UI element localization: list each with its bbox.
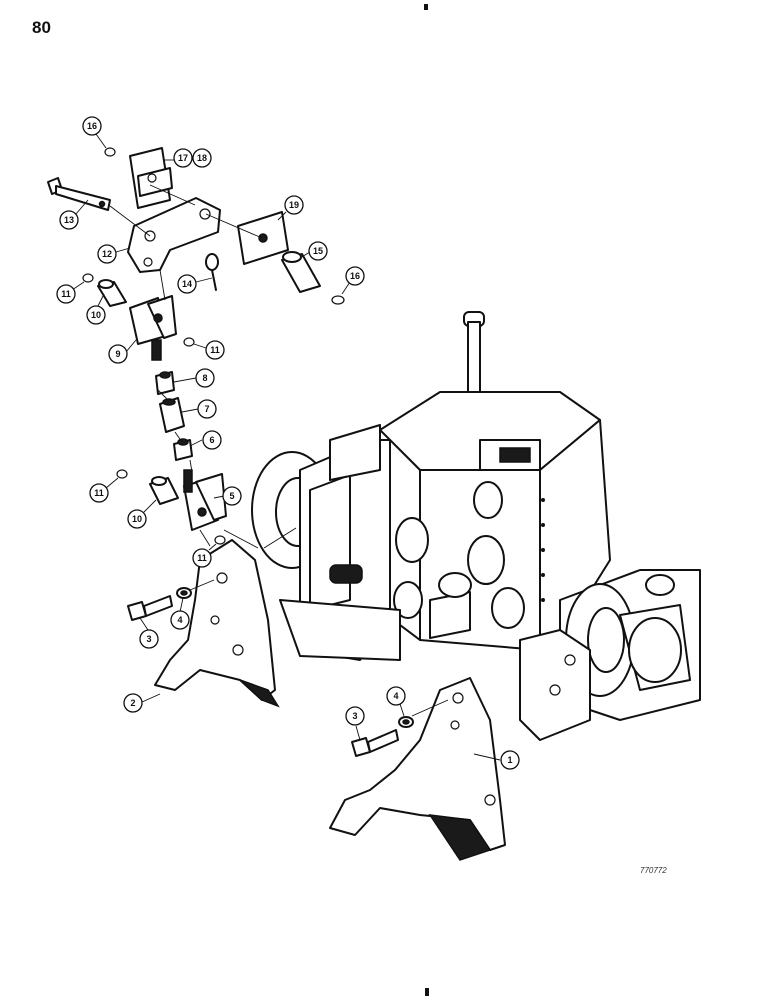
svg-text:16: 16: [87, 121, 97, 131]
callout-11-d: 11: [192, 543, 217, 568]
callout-13: 13: [59, 199, 89, 230]
part-7-turnbuckle: [159, 397, 185, 433]
callout-11-c: 11: [89, 477, 119, 503]
callout-1: 1: [473, 750, 520, 770]
svg-text:3: 3: [146, 634, 151, 644]
part-11-ring-c: [116, 469, 128, 479]
svg-text:2: 2: [130, 698, 135, 708]
part-10-pin-upper: [97, 279, 127, 307]
part-9-upper-clevis: [129, 295, 177, 361]
figure-code: 770772: [640, 866, 667, 875]
svg-text:16: 16: [350, 271, 360, 281]
svg-text:1: 1: [507, 755, 512, 765]
svg-text:11: 11: [210, 345, 220, 355]
callout-12: 12: [97, 244, 131, 264]
callout-8: 8: [173, 368, 215, 388]
svg-text:4: 4: [177, 615, 182, 625]
callout-2: 2: [123, 693, 161, 713]
callout-18: 18: [192, 148, 212, 168]
part-10-pin-lower: [149, 476, 179, 505]
svg-text:18: 18: [197, 153, 207, 163]
part-15-pin: [281, 251, 321, 293]
top-registration-mark: [424, 4, 428, 10]
svg-text:3: 3: [352, 711, 357, 721]
svg-text:5: 5: [229, 491, 234, 501]
callout-11-a: 11: [56, 281, 85, 304]
callout-10-upper: 10: [86, 293, 106, 325]
callout-6: 6: [189, 430, 222, 450]
callout-15: 15: [299, 241, 328, 261]
part-3-bolt-left: [127, 595, 173, 621]
part-12-lever-plate: [127, 197, 221, 273]
part-4-washer-left: [176, 587, 192, 599]
callout-17: 17: [164, 148, 193, 168]
callout-11-b: 11: [193, 340, 225, 360]
svg-text:15: 15: [313, 246, 323, 256]
part-8-jam-nut-upper: [155, 371, 175, 395]
svg-text:9: 9: [115, 349, 120, 359]
part-1-right-mounting-bracket: [329, 677, 506, 861]
part-11-ring-b: [183, 337, 195, 347]
part-13-headed-pin: [47, 177, 111, 211]
callout-9: 9: [108, 339, 137, 364]
callout-10-lower: 10: [127, 499, 157, 529]
part-14-cotter-pin: [205, 253, 219, 291]
callout-19: 19: [277, 195, 304, 221]
callout-3-left: 3: [139, 617, 159, 649]
callout-16-upper: 16: [82, 116, 107, 149]
svg-text:11: 11: [197, 553, 207, 563]
callout-14: 14: [177, 274, 213, 294]
assembly-leader-lines: [109, 184, 297, 549]
svg-text:17: 17: [178, 153, 188, 163]
transmission-housing: [251, 311, 701, 741]
svg-text:4: 4: [393, 691, 398, 701]
callout-3-right: 3: [345, 706, 365, 741]
svg-text:12: 12: [102, 249, 112, 259]
part-11-ring-d: [214, 535, 226, 545]
page-number: 80: [32, 18, 51, 37]
part-3-bolt-right: [351, 729, 399, 757]
callout-4-right: 4: [386, 686, 406, 717]
callout-4-left: 4: [170, 597, 190, 630]
svg-text:11: 11: [61, 289, 71, 299]
svg-text:10: 10: [132, 514, 142, 524]
svg-text:13: 13: [64, 215, 74, 225]
part-16-ring-lower: [331, 295, 345, 305]
svg-text:7: 7: [204, 404, 209, 414]
svg-text:19: 19: [289, 200, 299, 210]
part-4-washer-right: [398, 716, 414, 728]
svg-text:14: 14: [182, 279, 192, 289]
part-19-spacer-plate: [237, 211, 289, 265]
svg-text:10: 10: [91, 310, 101, 320]
callout-7: 7: [181, 399, 217, 419]
svg-text:8: 8: [202, 373, 207, 383]
svg-text:11: 11: [94, 488, 104, 498]
svg-text:6: 6: [209, 435, 214, 445]
part-16-ring-upper: [104, 147, 116, 157]
bottom-registration-mark: [425, 988, 429, 996]
part-5-lower-clevis: [183, 469, 227, 531]
part-11-ring-a: [82, 273, 94, 283]
part-6-jam-nut-lower: [173, 438, 193, 461]
callout-16-lower: 16: [341, 266, 365, 295]
part-2-left-mounting-bracket: [154, 539, 280, 708]
part-17-18-bracket: [129, 147, 173, 209]
callout-5: 5: [213, 486, 242, 506]
